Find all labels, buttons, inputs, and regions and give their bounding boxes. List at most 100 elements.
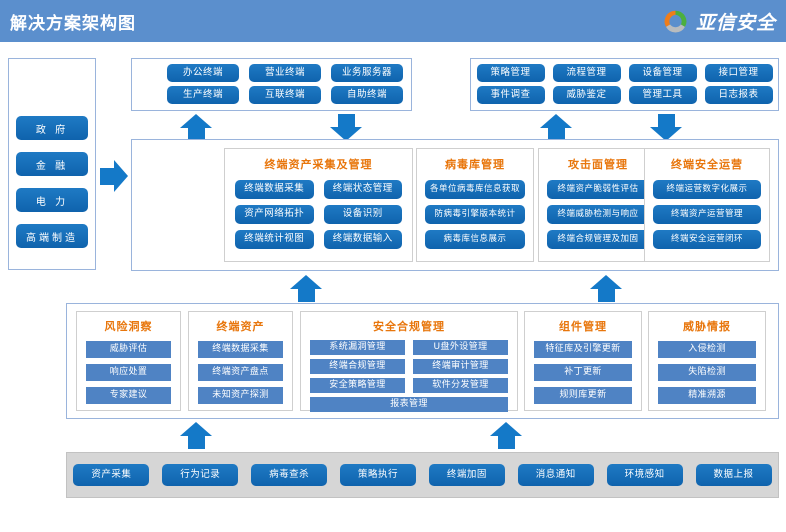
terminal-button-server[interactable]: 业务服务器 [331, 64, 403, 82]
management-panel: 策略管理 流程管理 设备管理 接口管理 事件调查 威胁鉴定 管理工具 日 [470, 58, 779, 111]
group-terminal-asset-collection: 终端资产采集及管理 终端数据采集 终端状态管理 资产网络拓扑 设备识别 终端统计… [224, 148, 413, 262]
terminal-button-office[interactable]: 办公终端 [167, 64, 239, 82]
capability-item-button[interactable]: 威胁评估 [86, 341, 171, 358]
platform-item-button[interactable]: 设备识别 [323, 205, 402, 224]
platform-item-button[interactable]: 资产网络拓扑 [235, 205, 314, 224]
terminal-label: 办公终端 [182, 66, 223, 78]
agent-button-virus-scan[interactable]: 病毒查杀 [251, 464, 328, 486]
capability-item-button[interactable]: 终端数据采集 [198, 341, 283, 358]
platform-item-button[interactable]: 终端威胁检测与响应 [547, 205, 649, 224]
management-button-threat-id[interactable]: 威胁鉴定 [552, 86, 621, 104]
capability-item-button[interactable]: 软件分发管理 [413, 378, 508, 393]
capability-item-button-report[interactable]: 报表管理 [310, 397, 508, 412]
group-security-compliance-management: 安全合规管理 系统漏洞管理 U盘外设管理 终端合规管理 终端审计管理 安全策略管… [300, 311, 518, 412]
capability-item-label: 未知资产探测 [212, 389, 269, 400]
platform-item-button[interactable]: 终端合规管理及加固 [547, 230, 649, 249]
agent-label: 数据上报 [713, 468, 754, 480]
capability-item-button[interactable]: 精准溯源 [658, 387, 756, 404]
platform-item-button[interactable]: 终端统计视图 [235, 230, 314, 249]
terminal-label: 营业终端 [264, 66, 305, 78]
sidebar-item-government[interactable]: 政 府 [16, 116, 88, 140]
platform-item-label: 终端资产运营管理 [670, 208, 743, 219]
management-label: 管理工具 [642, 88, 683, 100]
platform-item-button[interactable]: 终端资产运营管理 [653, 205, 761, 224]
terminal-button-connected[interactable]: 互联终端 [249, 86, 321, 104]
platform-item-button[interactable]: 终端资产脆弱性评估 [547, 180, 649, 199]
platform-item-button[interactable]: 终端运营数字化展示 [653, 180, 761, 199]
brand-logo: 亚信安全 [662, 8, 786, 35]
agent-button-data-report[interactable]: 数据上报 [695, 464, 772, 486]
sidebar-item-finance[interactable]: 金 融 [16, 152, 88, 176]
capability-item-button[interactable]: 未知资产探测 [198, 387, 283, 404]
platform-item-button[interactable]: 终端数据采集 [235, 180, 314, 199]
platform-item-button[interactable]: 终端数据输入 [323, 230, 402, 249]
agent-button-terminal-hardening[interactable]: 终端加固 [428, 464, 505, 486]
group-terminal-assets: 终端资产 终端数据采集 终端资产盘点 未知资产探测 [188, 311, 293, 411]
platform-item-button[interactable]: 防病毒引擎版本统计 [425, 205, 525, 224]
agent-button-behavior-log[interactable]: 行为记录 [162, 464, 239, 486]
management-label: 流程管理 [566, 66, 607, 78]
platform-item-label: 终端统计视图 [244, 233, 305, 245]
capability-item-button[interactable]: 终端合规管理 [310, 359, 405, 374]
terminal-label: 业务服务器 [341, 66, 392, 78]
capability-item-label: 失陷检测 [688, 366, 726, 377]
terminal-button-business[interactable]: 营业终端 [249, 64, 321, 82]
management-button-logs[interactable]: 日志报表 [704, 86, 773, 104]
agent-label: 策略执行 [358, 468, 399, 480]
arrow-management-down-icon [650, 114, 682, 141]
capability-item-button[interactable]: 响应处置 [86, 364, 171, 381]
platform-item-button[interactable]: 终端状态管理 [323, 180, 402, 199]
sidebar-item-manufacturing[interactable]: 高端制造 [16, 224, 88, 248]
agent-button-notification[interactable]: 消息通知 [517, 464, 594, 486]
management-button-process[interactable]: 流程管理 [552, 64, 621, 82]
capability-item-button[interactable]: 系统漏洞管理 [310, 340, 405, 355]
group-title: 组件管理 [559, 320, 607, 333]
management-button-interface[interactable]: 接口管理 [704, 64, 773, 82]
capability-item-label: 威胁评估 [109, 343, 148, 354]
sidebar-item-label: 高端制造 [26, 232, 78, 244]
agent-button-policy-exec[interactable]: 策略执行 [340, 464, 417, 486]
capability-item-button[interactable]: 补丁更新 [534, 364, 632, 381]
capability-item-button[interactable]: 安全策略管理 [310, 378, 405, 393]
capability-item-label: 终端审计管理 [432, 360, 489, 371]
capability-item-button[interactable]: U盘外设管理 [413, 340, 508, 355]
platform-item-button[interactable]: 终端安全运营闭环 [653, 230, 761, 249]
terminal-button-production[interactable]: 生产终端 [167, 86, 239, 104]
agent-label: 消息通知 [535, 468, 576, 480]
group-threat-intelligence: 威胁情报 入侵检测 失陷检测 精准溯源 [648, 311, 766, 411]
group-title: 安全合规管理 [373, 320, 445, 333]
terminal-button-selfservice[interactable]: 自助终端 [331, 86, 403, 104]
platform-item-label: 终端资产脆弱性评估 [557, 183, 639, 194]
agent-button-asset-collection[interactable]: 资产采集 [73, 464, 150, 486]
capability-item-button[interactable]: 失陷检测 [658, 364, 756, 381]
management-button-device[interactable]: 设备管理 [628, 64, 697, 82]
terminals-panel: 办公终端 营业终端 业务服务器 生产终端 互联终端 自助终端 [131, 58, 412, 111]
platform-item-button[interactable]: 病毒库信息展示 [425, 230, 525, 249]
management-label: 策略管理 [490, 66, 531, 78]
arrow-terminals-up-icon [180, 114, 212, 141]
capability-item-label: 规则库更新 [559, 389, 607, 400]
group-title: 终端资产 [216, 320, 265, 333]
agent-button-env-awareness[interactable]: 环境感知 [606, 464, 683, 486]
capability-item-button[interactable]: 特征库及引擎更新 [534, 341, 632, 358]
group-title: 风险洞察 [104, 320, 153, 333]
capability-item-button[interactable]: 规则库更新 [534, 387, 632, 404]
platform-item-button[interactable]: 各单位病毒库信息获取 [425, 180, 525, 199]
app-header: 解决方案架构图 亚信安全 [0, 0, 786, 42]
sidebar-item-power[interactable]: 电 力 [16, 188, 88, 212]
management-button-tools[interactable]: 管理工具 [628, 86, 697, 104]
agent-label: 终端加固 [446, 468, 487, 480]
capability-item-button[interactable]: 终端审计管理 [413, 359, 508, 374]
management-button-policy[interactable]: 策略管理 [476, 64, 545, 82]
group-terminal-security-operations: 终端安全运营 终端运营数字化展示 终端资产运营管理 终端安全运营闭环 [644, 148, 770, 262]
platform-item-label: 防病毒引擎版本统计 [434, 208, 516, 219]
capability-item-button[interactable]: 专家建议 [86, 387, 171, 404]
capability-item-button[interactable]: 入侵检测 [658, 341, 756, 358]
platform-item-label: 终端数据采集 [244, 183, 305, 195]
management-label: 威胁鉴定 [566, 88, 607, 100]
arrow-industry-to-terminals-icon [100, 160, 128, 192]
platform-item-label: 设备识别 [342, 208, 383, 220]
agent-bar: 资产采集 行为记录 病毒查杀 策略执行 终端加固 消息通知 环境感知 数据上报 [66, 452, 779, 498]
management-button-incident[interactable]: 事件调查 [476, 86, 545, 104]
capability-item-button[interactable]: 终端资产盘点 [198, 364, 283, 381]
